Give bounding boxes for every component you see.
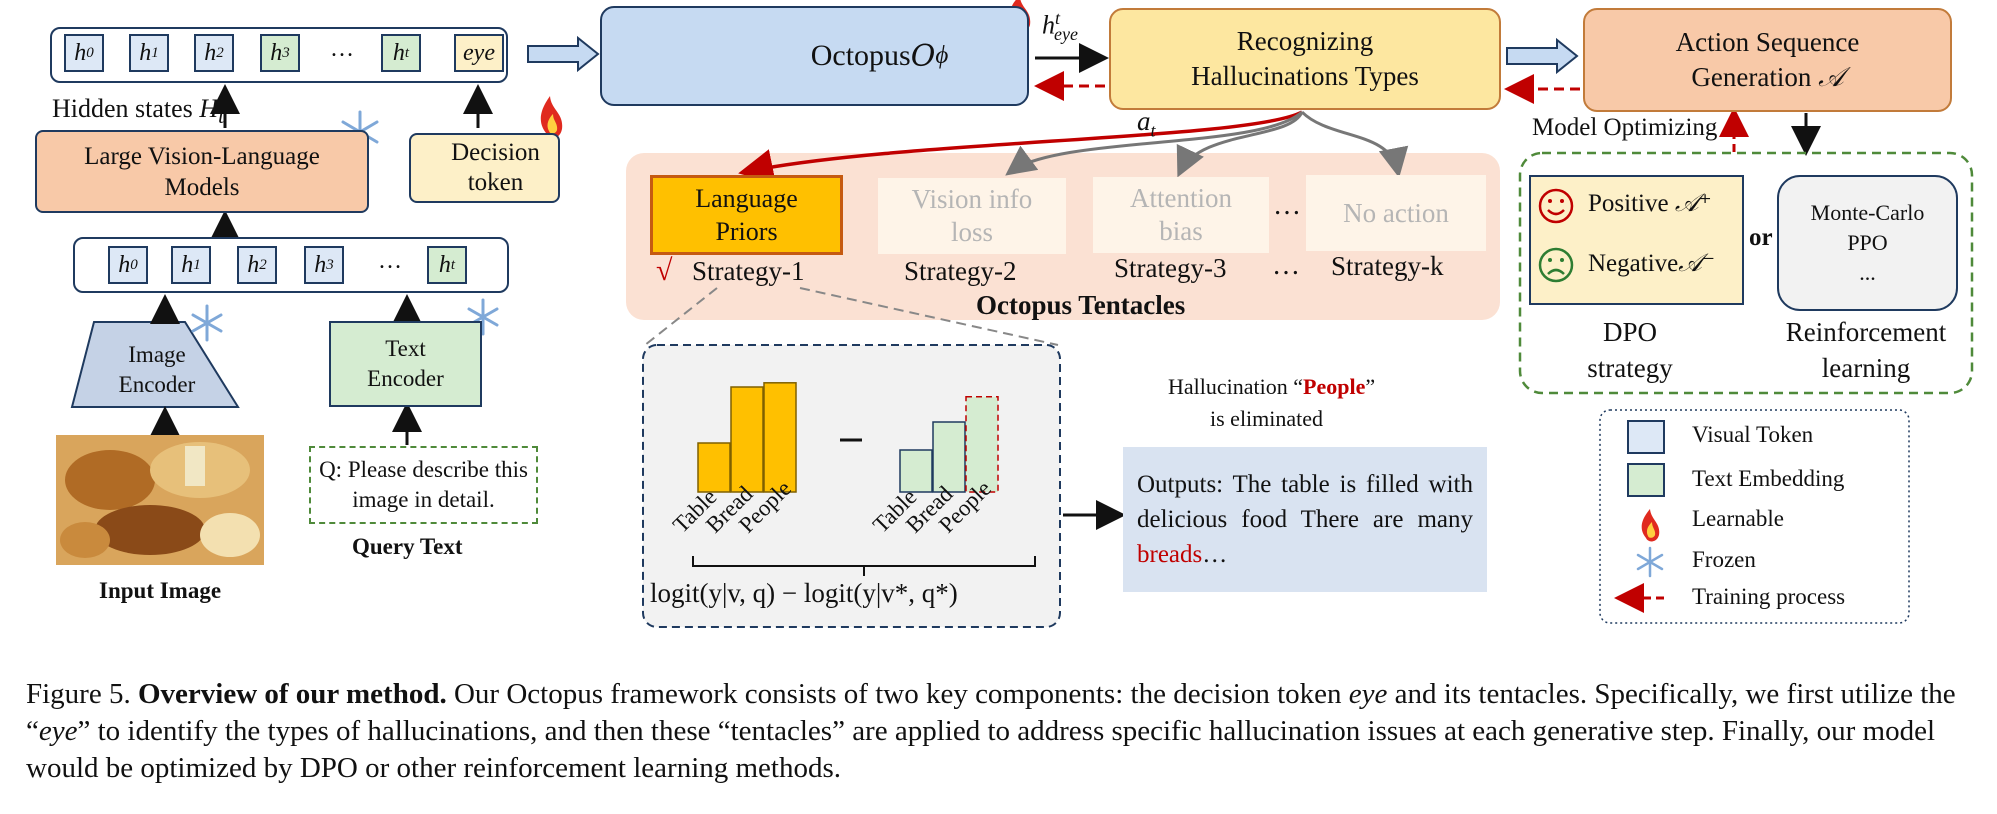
- bar: [932, 421, 966, 493]
- image-encoder-label: Image Encoder: [118, 342, 196, 397]
- legend-training-process: Training process: [1692, 584, 1846, 609]
- language-priors-box: Language Priors: [650, 175, 843, 255]
- optimization-box: [1518, 151, 1974, 395]
- strategy-1: Strategy-1: [692, 256, 805, 286]
- token: eye: [454, 34, 504, 72]
- or-label: or: [1749, 224, 1773, 251]
- figure-caption: Figure 5. Overview of our method. Our Oc…: [26, 678, 1956, 784]
- token-ellipsis: …: [330, 36, 354, 62]
- outputs-box: Outputs: The table is filled with delici…: [1123, 447, 1487, 592]
- attention-bias-box: Attention bias: [1093, 177, 1269, 253]
- action-box: Action Sequence Generation 𝒜: [1583, 8, 1952, 112]
- block-arrow-1: [527, 35, 600, 73]
- legend-flame-icon: [1641, 509, 1660, 542]
- tentacles-ellipsis-2: …: [1272, 250, 1300, 281]
- legend-text-swatch: [1627, 463, 1665, 497]
- is-eliminated-label: is eliminated: [1210, 406, 1324, 431]
- octopus-tentacles-label: Octopus Tentacles: [976, 290, 1186, 320]
- flame-icon-decision: [540, 96, 563, 138]
- lvlm-box: Large Vision-Language Models: [35, 130, 369, 213]
- model-optimizing-label: Model Optimizing: [1532, 114, 1718, 141]
- bar: [965, 396, 999, 493]
- bar: [899, 449, 933, 493]
- hidden-states-label: Hidden states Ht: [52, 94, 225, 129]
- snowflake-icon-image: [191, 304, 223, 342]
- query-text-label: Query Text: [352, 534, 463, 559]
- tentacles-ellipsis-1: …: [1273, 190, 1301, 221]
- positive-smiley-icon: [1538, 188, 1574, 224]
- negative-sad-icon: [1538, 247, 1574, 283]
- bar: [763, 382, 797, 493]
- no-action-box: No action: [1306, 175, 1486, 251]
- block-arrow-2: [1506, 37, 1579, 75]
- strategy-k: Strategy-k: [1331, 251, 1444, 281]
- a-t-label: at: [1137, 106, 1156, 141]
- text-encoder-box: Text Encoder: [329, 321, 482, 407]
- token-ellipsis: …: [378, 248, 402, 274]
- legend-learnable: Learnable: [1692, 506, 1784, 531]
- input-image-label: Input Image: [99, 578, 222, 603]
- positive-label: Positive 𝒜⁺: [1588, 190, 1712, 217]
- rl-box: [1777, 175, 1958, 311]
- legend-visual-token: Visual Token: [1692, 422, 1814, 447]
- legend-box: [1599, 409, 1910, 624]
- legend-text-embedding: Text Embedding: [1692, 466, 1845, 491]
- dpo-box: [1529, 175, 1744, 305]
- bar: [697, 442, 731, 493]
- legend-snowflake-icon: [1636, 546, 1664, 578]
- hallucination-label: Hallucination “People”: [1168, 374, 1376, 399]
- query-text-box: Q: Please describe this image in detail.: [309, 446, 538, 524]
- recognizing-box: Recognizing Hallucinations Types: [1109, 8, 1501, 110]
- logit-formula: logit(y|v, q) − logit(y|v*, q*): [650, 578, 958, 608]
- vision-info-box: Vision info loss: [878, 178, 1066, 254]
- check-mark: √: [656, 254, 673, 287]
- decision-token-box: Decision token: [409, 133, 560, 203]
- strategy-3: Strategy-3: [1114, 253, 1227, 283]
- bars-right: [899, 396, 999, 493]
- strategy-2: Strategy-2: [904, 256, 1017, 286]
- rl-box-text: Monte-Carlo PPO ...: [1810, 200, 1925, 285]
- dpo-strategy-label: DPO strategy: [1587, 317, 1673, 383]
- legend-visual-swatch: [1627, 420, 1665, 454]
- bar: [730, 386, 764, 493]
- legend-frozen: Frozen: [1692, 547, 1756, 572]
- rl-label: Reinforcement learning: [1785, 317, 1947, 383]
- h-eye-label: hteye: [1042, 8, 1078, 44]
- bars-left: [697, 382, 797, 493]
- negative-label: Negative𝒜⁻: [1588, 250, 1716, 277]
- input-image: [56, 435, 264, 565]
